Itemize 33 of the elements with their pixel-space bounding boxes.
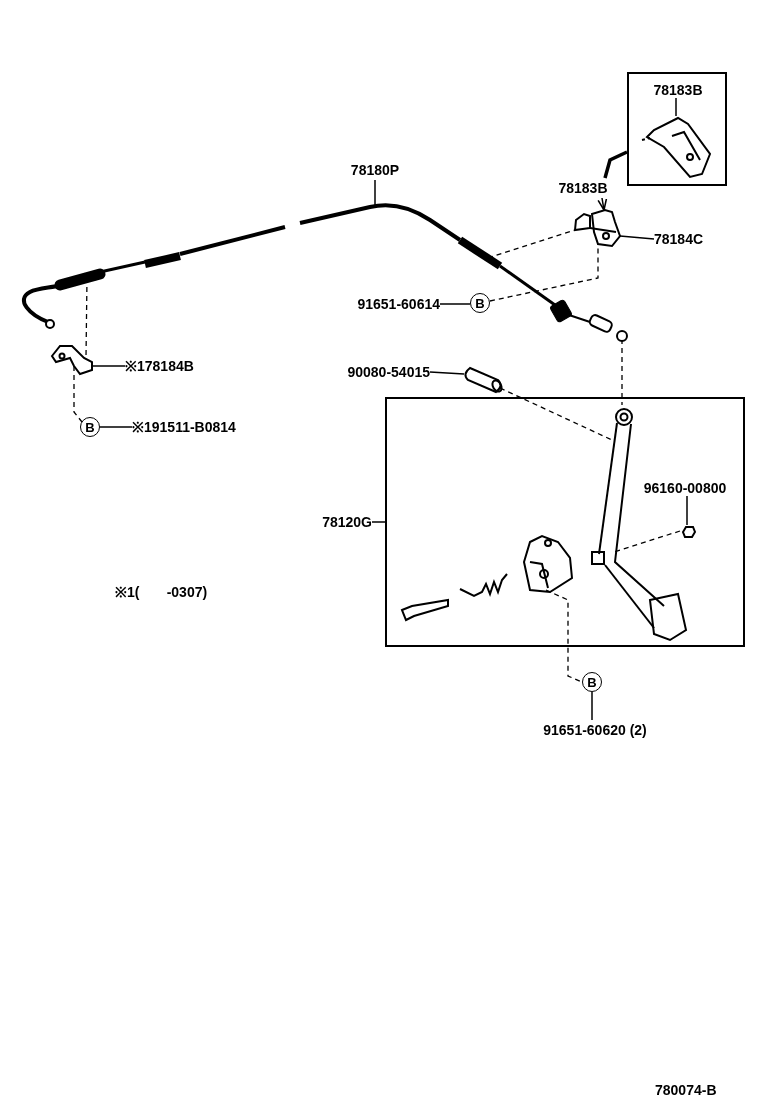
bushing-drawing [462, 364, 502, 394]
part-number: 78120G [322, 512, 372, 532]
part-number: 78183B [653, 80, 703, 100]
leader-line [371, 521, 386, 523]
dashed-leader-line [499, 387, 613, 441]
diagram-code: 780074-B [655, 1081, 717, 1100]
part-number: 78184C [654, 229, 704, 249]
leader-line [675, 97, 677, 117]
leader-line [619, 235, 655, 240]
part-number: 91651-60620 (2) [543, 720, 647, 740]
leader-line [686, 495, 688, 526]
pin-drawing [400, 598, 450, 624]
part-number: 78183B [558, 178, 608, 198]
part-number: 90080-54015 [347, 362, 430, 382]
part-number: 78180P [350, 160, 400, 180]
part-number: ※191511-B0814 [132, 417, 236, 437]
assembly-frame [385, 397, 745, 647]
leader-line [429, 371, 465, 375]
pedal-bracket-drawing [522, 534, 574, 596]
part-number: 96160-00800 [643, 478, 727, 498]
leader-line [99, 426, 133, 428]
leader-line [91, 365, 126, 367]
leader-line [591, 691, 593, 721]
dashed-leader-line [545, 589, 583, 683]
part-number: ※178184B [125, 356, 194, 376]
leader-line [439, 303, 471, 305]
applicability-note: ※1( -0307) [115, 583, 208, 602]
inset-frame [627, 72, 727, 186]
leader-line [597, 197, 608, 211]
nut-drawing [682, 525, 696, 539]
callout-pointer [603, 150, 628, 179]
bracket-drawing [572, 208, 622, 250]
part-number: 91651-60614 [357, 294, 440, 314]
